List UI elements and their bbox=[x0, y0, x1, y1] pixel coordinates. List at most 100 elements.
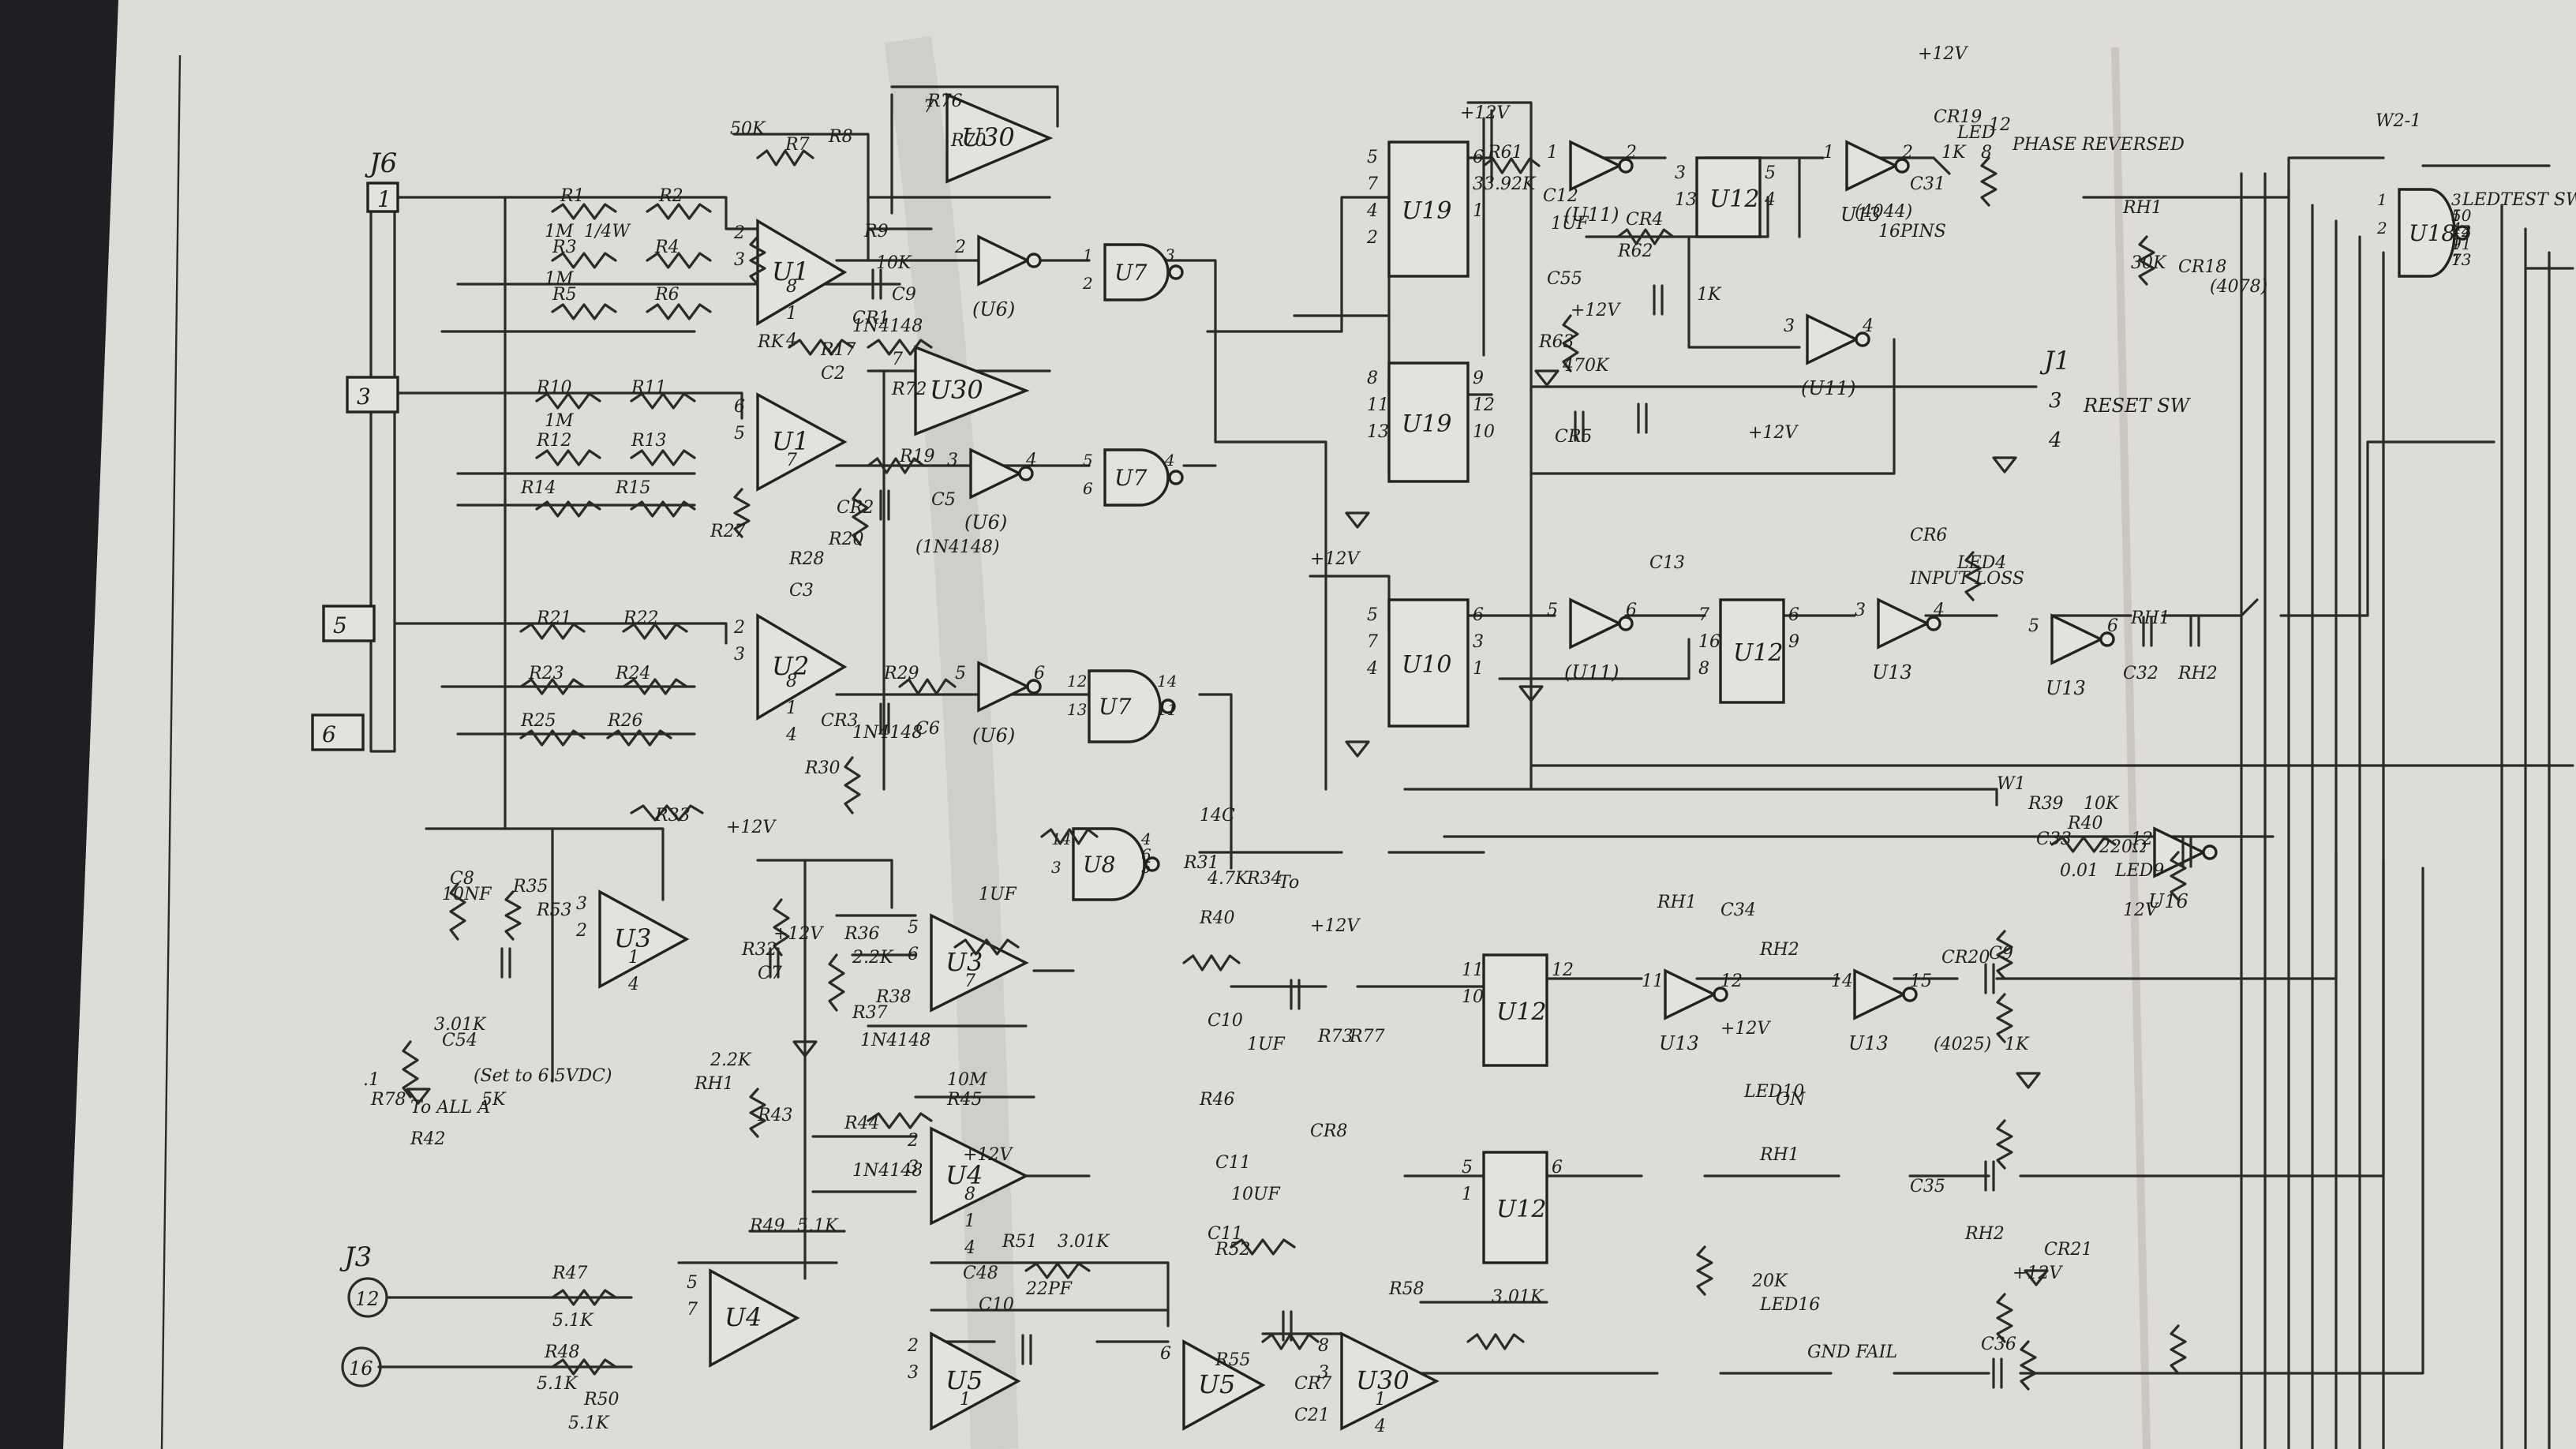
pin-number: 7 bbox=[786, 451, 797, 470]
component-label: C36 bbox=[1981, 1335, 2016, 1354]
component-label: R10 bbox=[536, 378, 572, 398]
component-label: 50K bbox=[730, 119, 766, 139]
component-layer: U123814U1657U223814U33214U3567U423814U45… bbox=[363, 44, 2576, 1436]
pin-number: 12 bbox=[1067, 672, 1087, 691]
component-label: R13 bbox=[631, 431, 667, 451]
component-label: R37 bbox=[852, 1003, 888, 1023]
component-label: RH2 bbox=[1964, 1224, 2005, 1244]
component-label: C33 bbox=[2036, 829, 2072, 849]
component-label: R51 bbox=[1002, 1232, 1038, 1252]
pin-number: 7 bbox=[1367, 632, 1378, 652]
component-label: R3 bbox=[552, 238, 577, 257]
component-label: R29 bbox=[883, 664, 919, 683]
flipflop-ref: U12 bbox=[1496, 1196, 1546, 1223]
pin-number: 1 bbox=[2377, 190, 2387, 209]
component-label: +12V bbox=[726, 818, 777, 837]
pin-number: 5 bbox=[1141, 858, 1151, 877]
pin-number: 2 bbox=[733, 618, 745, 638]
pin-number: 3 bbox=[908, 1363, 919, 1383]
component-label: LED9 bbox=[2114, 861, 2164, 881]
component-label: R62 bbox=[1617, 242, 1653, 261]
component-label: 10UF bbox=[1231, 1185, 1281, 1204]
pin-number: 4 bbox=[1366, 201, 1378, 221]
pin-number: 1 bbox=[960, 1390, 971, 1410]
flipflop-ref: U12 bbox=[1733, 639, 1783, 667]
inverter-ref: U16 bbox=[2148, 890, 2188, 912]
component-label: 1N4148 bbox=[852, 1161, 923, 1181]
inverter-ref: (U11) bbox=[1564, 661, 1619, 683]
component-label: +12V bbox=[963, 1145, 1013, 1165]
component-label: RH2 bbox=[1759, 940, 1799, 960]
pin-number: 7 bbox=[687, 1300, 698, 1320]
component-label: 4.7K bbox=[1207, 869, 1249, 889]
pin-number: 12 bbox=[1473, 395, 1495, 415]
pin-number: 8 bbox=[1318, 1336, 1329, 1356]
component-label: ON bbox=[1776, 1090, 1806, 1110]
pin-number: 6 bbox=[1083, 479, 1093, 498]
component-label: C9 bbox=[892, 285, 916, 305]
component-label: 5.1K bbox=[797, 1216, 839, 1236]
pin-number: 13 bbox=[2451, 250, 2471, 269]
paper-sheet bbox=[63, 0, 2576, 1449]
component-label: R26 bbox=[607, 711, 643, 731]
connector-j6: J6 1 3 5 6 bbox=[311, 148, 399, 753]
pin-number: 3 bbox=[908, 1158, 919, 1178]
inverter-ref: U13 bbox=[1840, 204, 1881, 226]
opamp-symbol: U56 bbox=[1160, 1339, 1266, 1431]
component-label: 1UF bbox=[1247, 1035, 1286, 1054]
pin-number: 4 bbox=[1140, 829, 1151, 848]
pin-number: 3 bbox=[1051, 858, 1061, 877]
pin-number: 2 bbox=[1082, 274, 1093, 293]
component-label: C9 bbox=[1989, 944, 2013, 964]
component-label: R55 bbox=[1215, 1350, 1251, 1370]
connector-j3: J3 12 16 bbox=[339, 1241, 388, 1387]
component-label: LED10 bbox=[1743, 1082, 1804, 1102]
component-label: R12 bbox=[536, 431, 572, 451]
pin-number: 3 bbox=[576, 894, 587, 914]
component-label: CR4 bbox=[1626, 210, 1663, 230]
component-label: 3.01K bbox=[1492, 1287, 1544, 1307]
component-label: INPUT LOSS bbox=[1909, 569, 2024, 589]
j1-pin-label: 4 bbox=[2048, 429, 2062, 452]
pin-number: 2 bbox=[1366, 228, 1378, 248]
component-label: R48 bbox=[544, 1342, 580, 1362]
connector-j1: J1 3 4 RESET SW bbox=[2039, 346, 2192, 452]
component-label: R58 bbox=[1388, 1279, 1425, 1299]
component-label: R42 bbox=[410, 1129, 446, 1149]
pin-number: 7 bbox=[1698, 605, 1709, 625]
component-label: R28 bbox=[788, 549, 825, 569]
pin-number: 9 bbox=[1473, 369, 1484, 388]
component-label: R40 bbox=[2067, 814, 2103, 833]
component-label: 10NF bbox=[442, 885, 492, 904]
pin-number: 8 bbox=[786, 277, 797, 297]
pin-number: 6 bbox=[1552, 1158, 1563, 1178]
pin-number: 3 bbox=[1784, 316, 1795, 336]
pin-number: 6 bbox=[1626, 601, 1637, 620]
component-label: CR2 bbox=[837, 498, 874, 518]
component-label: +12V bbox=[1918, 44, 1968, 64]
pin-number: 5 bbox=[2451, 206, 2462, 225]
pin-number: 14 bbox=[2451, 222, 2471, 241]
component-label: R33 bbox=[654, 806, 691, 826]
component-label: CR1 bbox=[852, 309, 889, 328]
inverter-ref: (U6) bbox=[964, 511, 1007, 534]
pin-number: 6 bbox=[1473, 605, 1484, 625]
component-label: R1 bbox=[560, 186, 585, 206]
component-label: R6 bbox=[654, 285, 680, 305]
pin-number: 1 bbox=[1473, 201, 1484, 221]
pin-number: 8 bbox=[1698, 659, 1709, 679]
component-label: 20K bbox=[1751, 1271, 1788, 1291]
pin-number: 6 bbox=[1141, 845, 1151, 864]
component-label: 220Ω bbox=[2099, 837, 2147, 857]
component-label: R45 bbox=[946, 1090, 983, 1110]
pin-number: 5 bbox=[2028, 616, 2039, 636]
